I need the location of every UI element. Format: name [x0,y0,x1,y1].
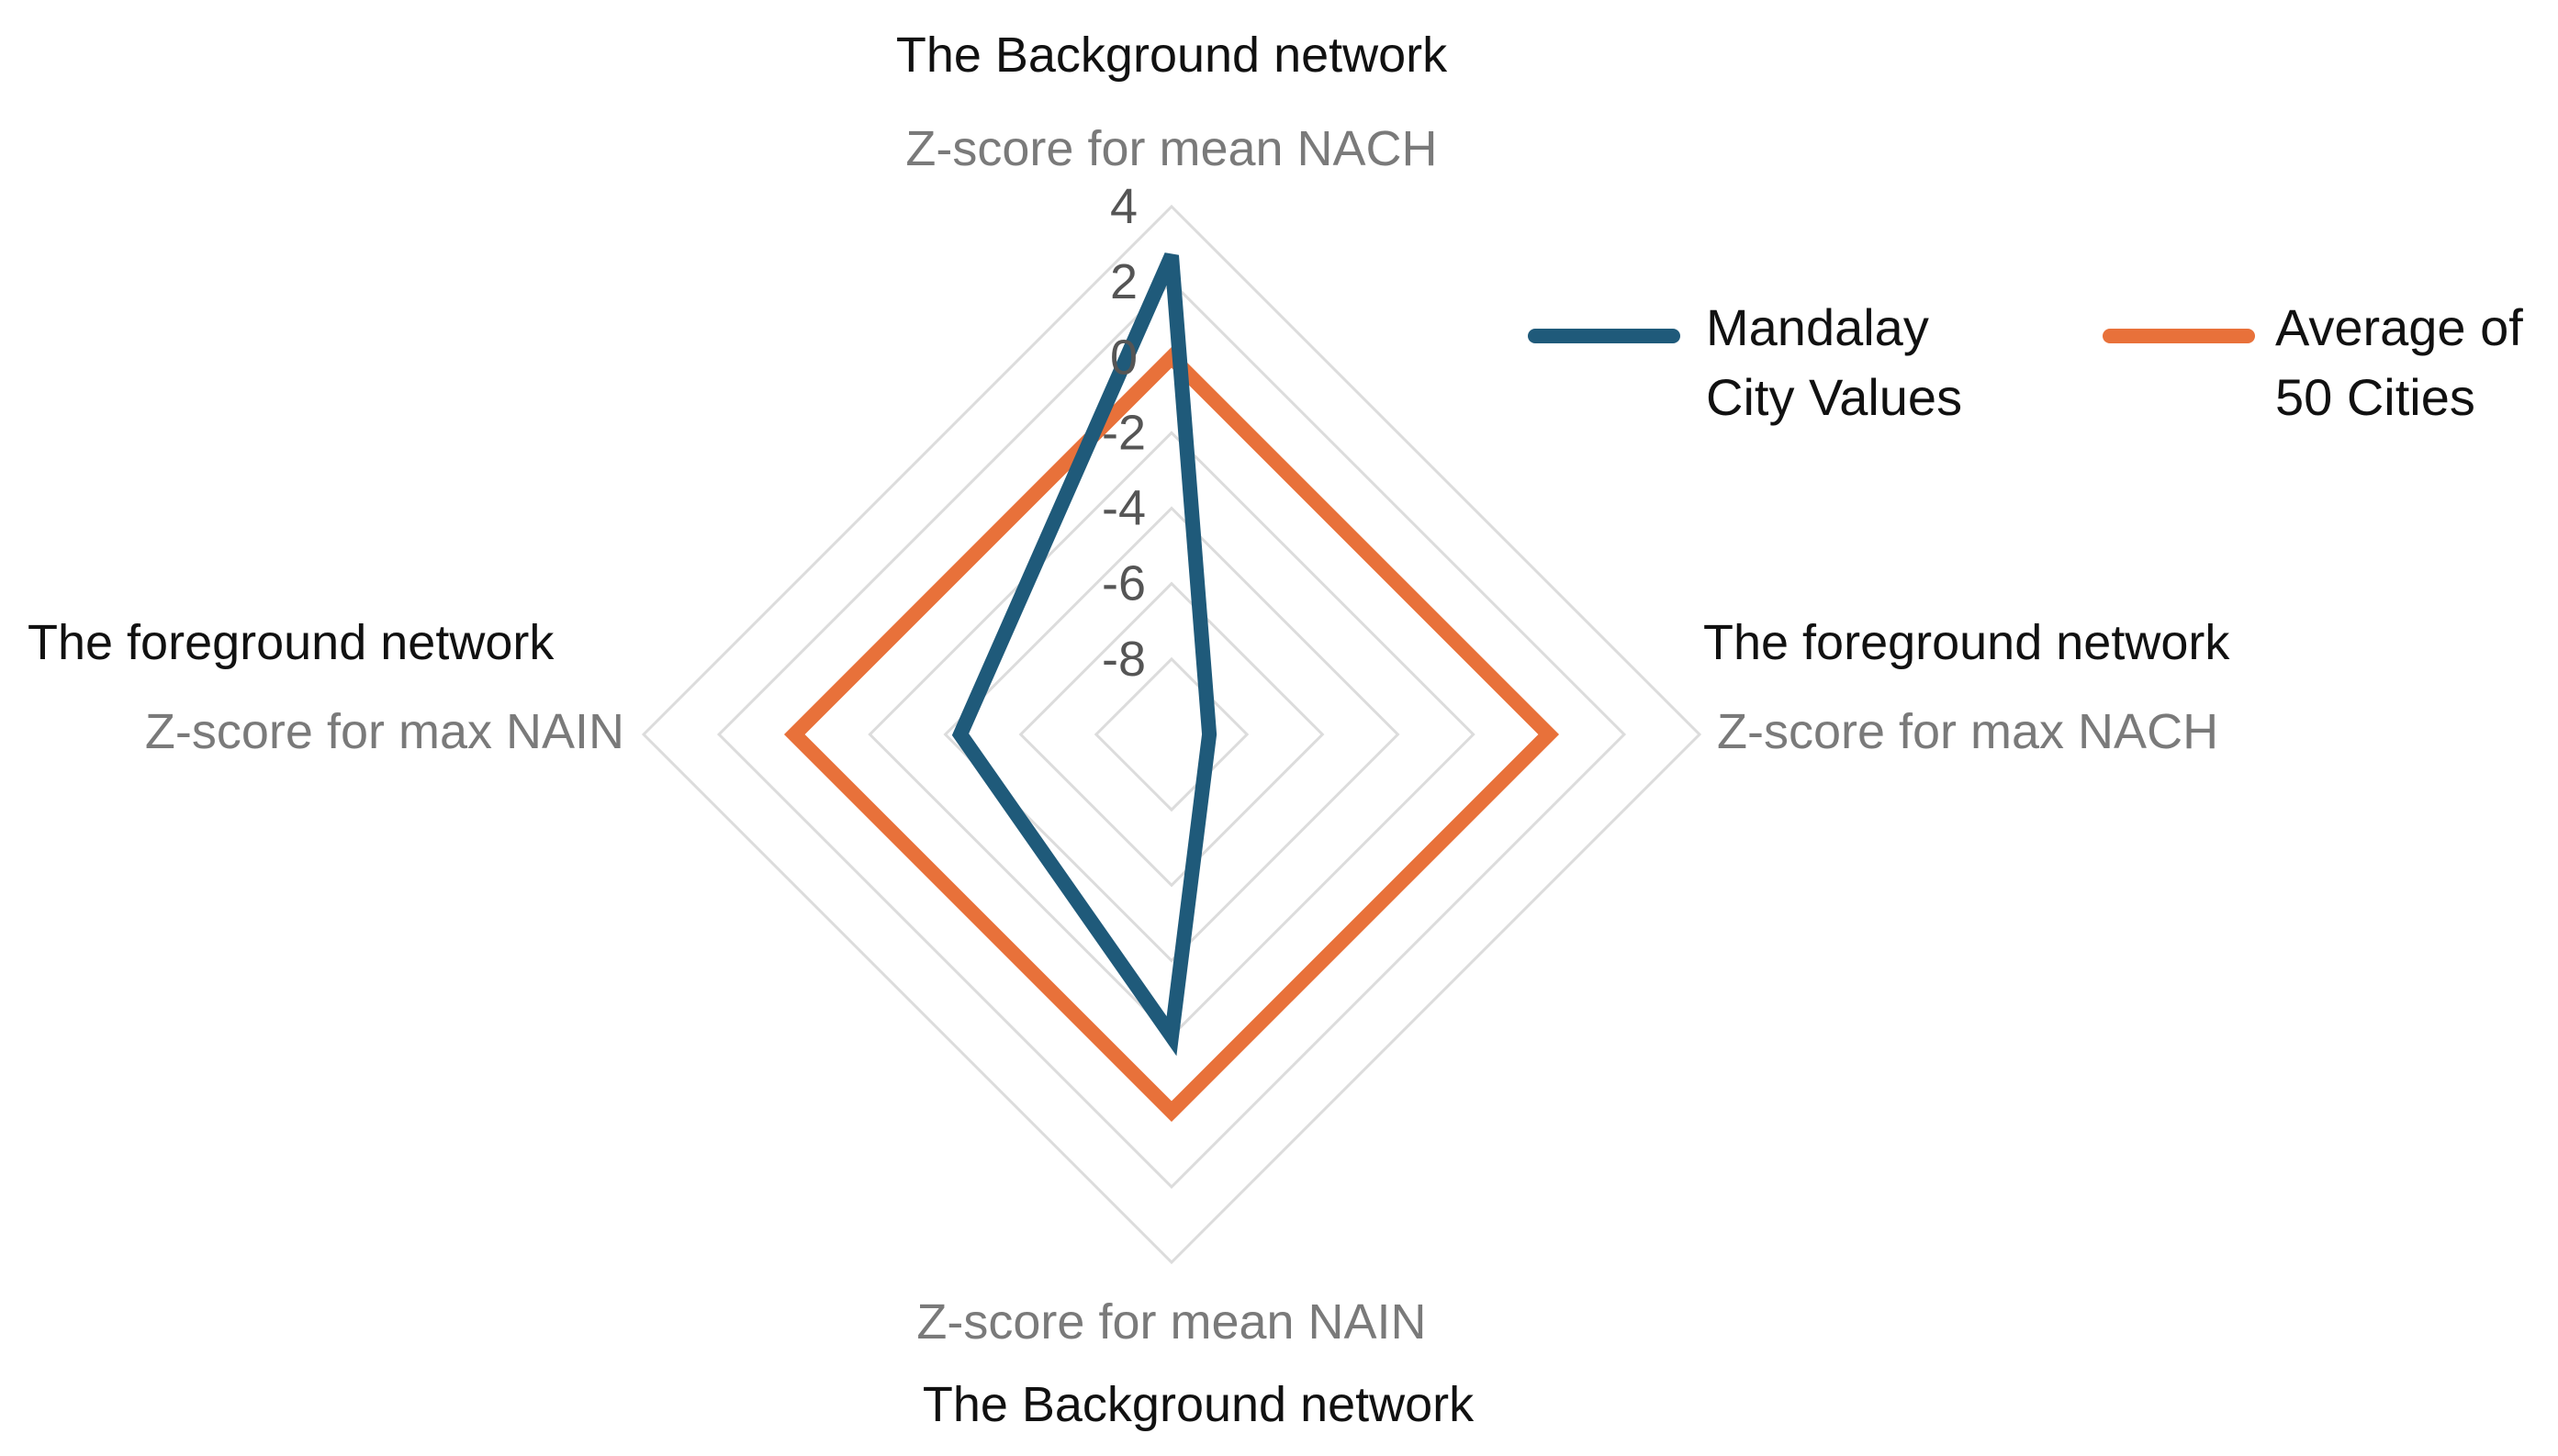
legend-item-mandalay: Mandalay City Values [1528,298,1962,426]
axis-right-group: The foreground network [1703,615,2230,670]
legend: Mandalay City Values Average of 50 Citie… [1528,298,2523,426]
legend-label-average-line2: 50 Cities [2275,368,2475,426]
grid-ring-1 [716,279,1627,1190]
axis-bottom-name: Z-score for mean NAIN [916,1294,1426,1350]
grid-ring-0 [641,204,1702,1265]
legend-item-average: Average of 50 Cities [2103,298,2523,426]
tick-label-6: -8 [1102,632,1146,687]
axis-top-group: The Background network [896,28,1448,83]
grid-ring-4 [943,506,1400,963]
axis-right-name: Z-score for max NACH [1717,704,2218,759]
legend-label-mandalay-line2: City Values [1706,368,1962,426]
tick-label-2: 0 [1110,330,1138,385]
grid-ring-6 [1094,656,1250,812]
axis-labels: The Background network Z-score for mean … [28,28,2230,1432]
axis-bottom-group: The Background network [923,1377,1475,1432]
tick-label-3: -2 [1102,405,1146,460]
axis-top-name: Z-score for mean NACH [905,121,1437,176]
tick-label-0: 4 [1110,179,1138,234]
tick-label-4: -4 [1102,481,1146,536]
radial-ticks: 4 2 0 -2 -4 -6 -8 [1102,179,1146,687]
legend-label-average-line1: Average of [2275,298,2523,356]
series-line-0 [951,252,1217,1057]
tick-label-5: -6 [1102,556,1146,611]
legend-label-mandalay-line1: Mandalay [1706,298,1929,356]
tick-label-1: 2 [1110,254,1138,309]
axis-left-name: Z-score for max NAIN [145,704,624,759]
radar-series [783,252,1560,1123]
axis-left-group: The foreground network [28,615,555,670]
grid-ring-5 [1018,581,1325,888]
